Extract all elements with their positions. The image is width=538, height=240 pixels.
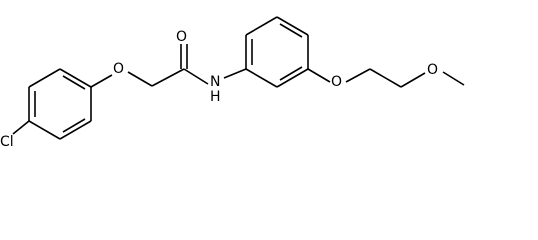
amide-nitrogen-label: N [210, 74, 220, 90]
chlorophenyl-ring [28, 68, 92, 140]
bond [276, 68, 309, 88]
double-bond-inner [279, 66, 303, 81]
bond [369, 68, 402, 88]
structure-canvas: Cl O O N H O O [0, 16, 465, 150]
bond [183, 68, 209, 85]
bond [28, 120, 61, 140]
amide-hydrogen-label: H [210, 89, 221, 105]
chlorine-atom-label: Cl [0, 134, 14, 150]
bond [245, 68, 278, 88]
bond [442, 71, 465, 86]
molecule-diagram: Cl O O N H O O [0, 16, 465, 150]
bond [151, 68, 185, 87]
ether-oxygen-2-label: O [331, 74, 342, 90]
bond [345, 68, 371, 83]
bond [276, 16, 309, 36]
bond [59, 120, 92, 140]
bond [59, 68, 92, 88]
ether-oxygen-1-label: O [113, 61, 124, 77]
bond [400, 72, 426, 88]
bond [245, 16, 278, 36]
bond [307, 68, 331, 83]
double-bond-inner [279, 23, 303, 38]
bond [127, 71, 153, 87]
carbonyl-oxygen-label: O [176, 29, 187, 45]
bond [223, 68, 247, 79]
bond [90, 74, 113, 88]
bond [12, 120, 30, 135]
central-phenyl-ring [245, 16, 309, 88]
bond [28, 68, 61, 88]
double-bond-inner [62, 75, 86, 90]
methoxy-oxygen-label: O [427, 62, 438, 78]
double-bond-inner [62, 118, 86, 133]
